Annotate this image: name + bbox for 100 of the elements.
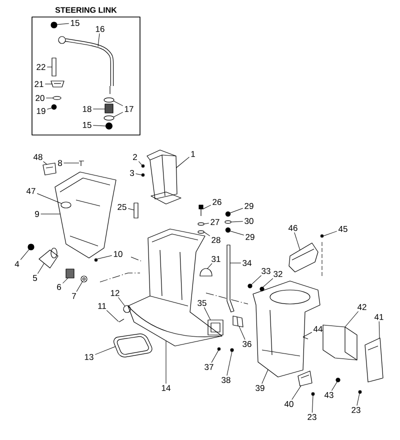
grommet xyxy=(38,248,58,268)
plate xyxy=(298,370,312,386)
leader-line xyxy=(76,281,83,292)
callout-number: 44 xyxy=(313,326,322,332)
nut xyxy=(225,227,231,233)
callout-number: 10 xyxy=(114,251,122,257)
leader-line xyxy=(37,263,44,274)
callout-number: 26 xyxy=(212,199,222,205)
leader-line xyxy=(46,66,52,68)
screw xyxy=(78,160,84,166)
leader-line xyxy=(92,125,106,126)
callout-number: 15 xyxy=(70,20,80,26)
callout-number: 29 xyxy=(244,203,254,209)
callout-number: 41 xyxy=(374,314,384,320)
leader-line xyxy=(106,310,119,322)
pin xyxy=(134,202,138,218)
callout-number: 31 xyxy=(212,256,220,262)
callout-number: 38 xyxy=(222,377,230,383)
leader-line xyxy=(20,248,30,260)
callout-number: 46 xyxy=(288,225,298,231)
leader-line xyxy=(98,33,100,47)
clamp xyxy=(208,320,224,336)
callout-number: 19 xyxy=(36,108,46,114)
callout-number: 18 xyxy=(82,106,92,112)
leader-line xyxy=(64,162,80,164)
washer xyxy=(224,220,232,224)
screw xyxy=(358,390,362,394)
screw xyxy=(217,347,221,351)
shift-rod xyxy=(226,244,234,312)
leader-line xyxy=(262,278,274,288)
bolt xyxy=(118,318,124,322)
leader-line xyxy=(92,108,106,110)
callout-number: 37 xyxy=(204,364,214,370)
stud xyxy=(52,58,56,76)
callout-number: 23 xyxy=(308,414,316,420)
node-label: STEERING LINK xyxy=(55,7,117,13)
callout-number: 6 xyxy=(57,284,61,290)
callout-number: 16 xyxy=(96,26,104,32)
leader-line xyxy=(62,278,68,284)
bushing xyxy=(123,305,131,313)
callout-number: 23 xyxy=(352,407,360,413)
leader-line xyxy=(118,297,126,306)
callout-number: 45 xyxy=(338,226,348,232)
plate xyxy=(364,338,384,382)
callout-number: 12 xyxy=(110,290,120,296)
leader-line xyxy=(204,222,210,224)
spring xyxy=(66,268,74,278)
leader-line xyxy=(56,23,70,25)
callout-number: 8 xyxy=(58,160,62,166)
callout-number: 25 xyxy=(118,204,126,210)
leader-line xyxy=(230,221,244,222)
leader-line xyxy=(128,208,134,210)
bolt xyxy=(198,204,204,216)
callout-number: 34 xyxy=(242,260,252,266)
leader-line xyxy=(204,232,210,236)
callout-number: 32 xyxy=(274,271,282,277)
leader-line xyxy=(230,262,242,264)
leader-line xyxy=(138,161,142,166)
callout-number: 15 xyxy=(82,122,92,128)
callout-number: 17 xyxy=(124,106,134,112)
screw xyxy=(141,173,145,177)
steering-rod xyxy=(58,36,114,94)
leader-line xyxy=(43,161,48,165)
callout-number: 21 xyxy=(34,81,44,87)
callout-number: 14 xyxy=(162,385,170,391)
clip xyxy=(80,276,88,282)
leader-line xyxy=(378,321,380,339)
nut xyxy=(50,22,58,28)
leader-line xyxy=(230,208,244,214)
screw xyxy=(320,234,324,238)
washer xyxy=(104,116,114,120)
leader-line xyxy=(46,108,52,110)
leader-line xyxy=(344,311,359,328)
screw xyxy=(230,348,234,352)
callout-number: 48 xyxy=(33,154,42,160)
callout-number: 43 xyxy=(324,392,334,398)
cap xyxy=(200,268,212,276)
callout-number: 39 xyxy=(256,385,264,391)
screw xyxy=(311,392,315,396)
gearcase xyxy=(252,280,320,378)
nut xyxy=(51,104,57,110)
callout-number: 42 xyxy=(357,304,366,310)
decal xyxy=(42,162,56,176)
leader-line xyxy=(36,193,62,204)
callout-number: 2 xyxy=(133,154,137,160)
washer xyxy=(198,222,204,226)
callout-number: 20 xyxy=(36,95,44,101)
gasket xyxy=(114,334,152,358)
leader-line xyxy=(211,350,219,363)
leader-line xyxy=(294,232,300,250)
callout-number: 3 xyxy=(130,170,134,176)
callout-number: 22 xyxy=(36,64,46,70)
callout-number: 1 xyxy=(191,151,195,157)
callout-number: 35 xyxy=(198,300,206,306)
cover xyxy=(288,242,318,272)
spacer xyxy=(104,104,114,114)
callout-number: 7 xyxy=(72,293,76,299)
nut xyxy=(225,211,231,217)
washer xyxy=(260,286,264,292)
leader-line xyxy=(204,307,211,320)
